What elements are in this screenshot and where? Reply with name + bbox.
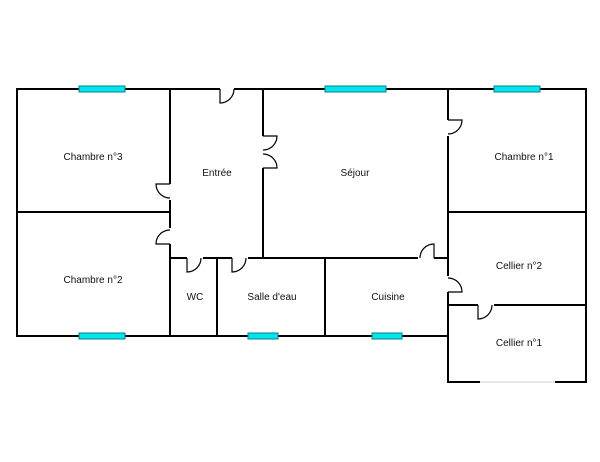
window-chambre3 (78, 85, 126, 93)
label-wc: WC (187, 292, 204, 303)
door-sejour-gap (260, 136, 266, 168)
room-labels: Chambre n°3 Chambre n°2 Entrée Séjour Ch… (63, 152, 553, 349)
door-cellier2 (447, 277, 463, 293)
label-chambre1: Chambre n°1 (494, 152, 553, 163)
label-chambre2: Chambre n°2 (63, 275, 122, 286)
label-cellier1: Cellier n°1 (496, 338, 543, 349)
door-entree (219, 88, 235, 104)
door-chambre3 (155, 183, 171, 199)
window-cuisine (371, 332, 403, 340)
door-salle-eau (231, 257, 247, 273)
door-chambre1 (447, 119, 463, 135)
label-entree: Entrée (202, 168, 232, 179)
label-chambre3: Chambre n°3 (63, 152, 122, 163)
door-sejour-b (262, 153, 278, 169)
window-salle-eau (247, 332, 279, 340)
door-chambre2 (155, 229, 171, 245)
label-sejour: Séjour (341, 168, 371, 179)
windows (78, 85, 541, 340)
label-salle-eau: Salle d'eau (247, 292, 296, 303)
window-chambre2 (78, 332, 126, 340)
label-cuisine: Cuisine (371, 292, 405, 303)
window-sejour (324, 85, 387, 93)
door-wc (186, 257, 202, 273)
interior-walls (16, 88, 587, 383)
door-sejour-a (262, 135, 278, 151)
label-cellier2: Cellier n°2 (496, 261, 543, 272)
doors (155, 86, 555, 383)
door-cellier1 (477, 304, 493, 320)
window-chambre1 (493, 85, 541, 93)
door-cuisine (419, 243, 435, 259)
